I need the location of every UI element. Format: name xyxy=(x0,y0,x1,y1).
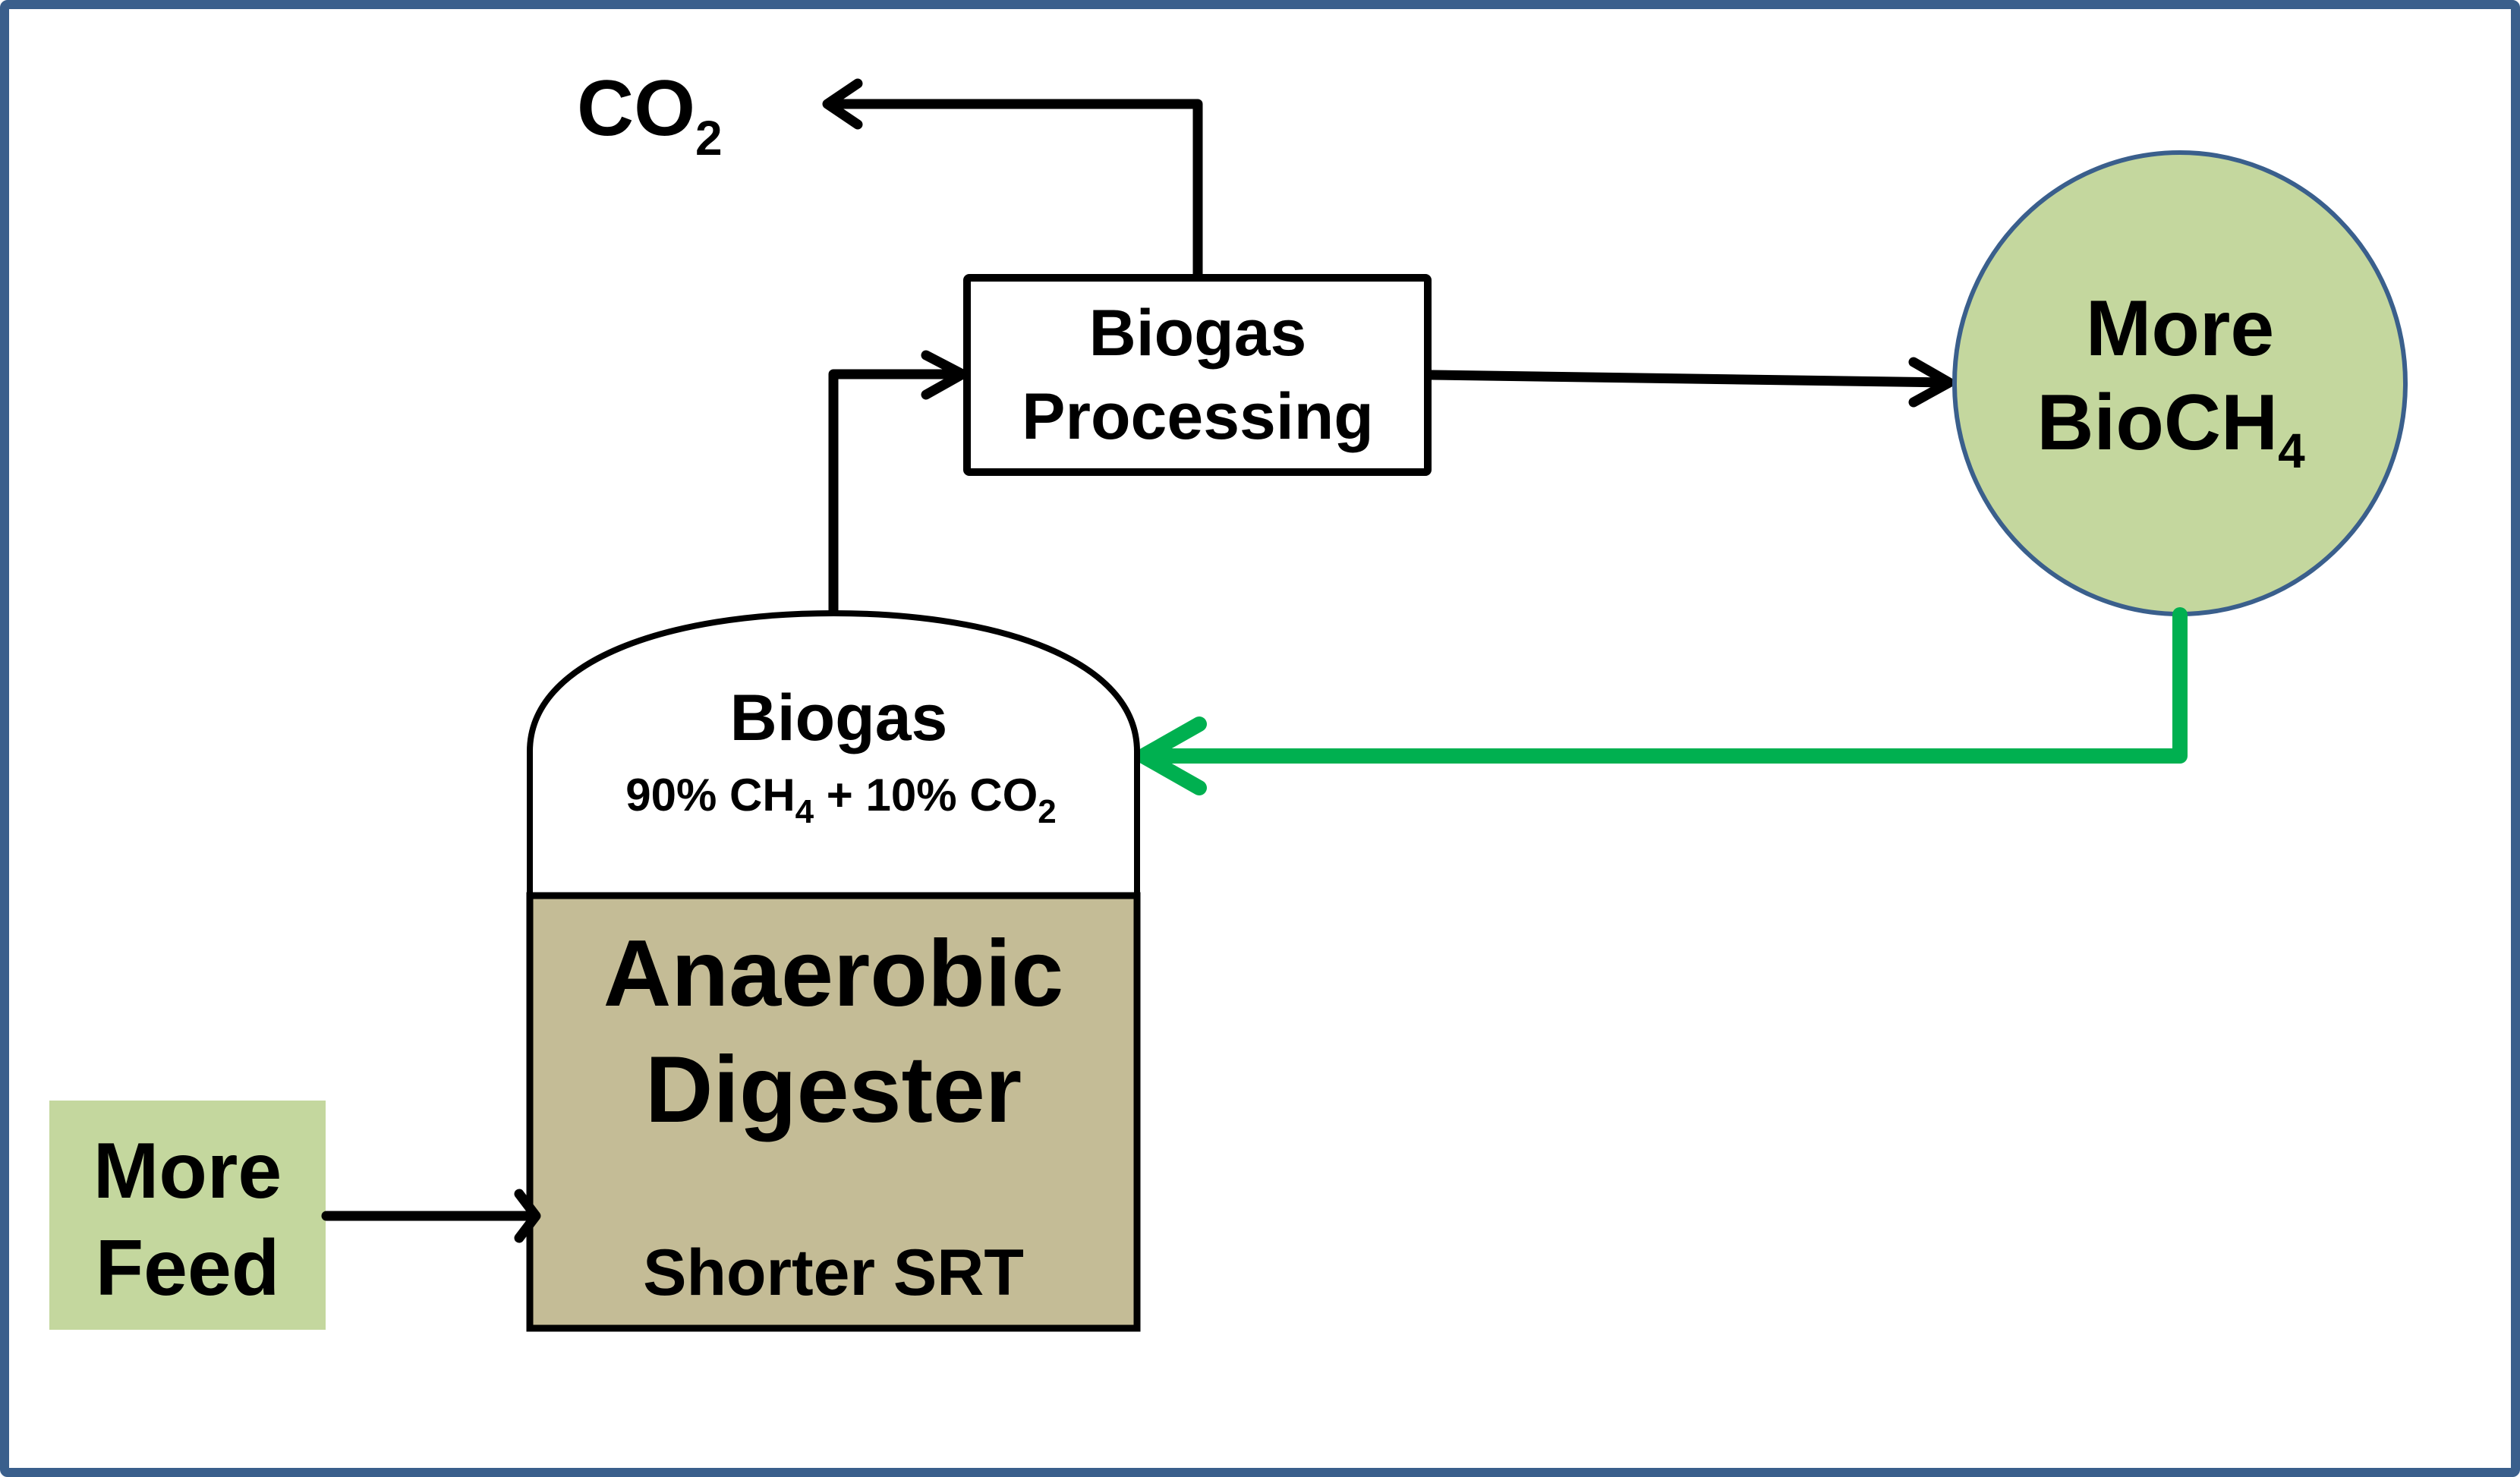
processing-to-biomethane-arrow xyxy=(1426,357,1955,408)
processing-to-biomethane-line xyxy=(1426,370,1953,388)
more-feed-line1: More xyxy=(93,1127,282,1215)
dome-composition-co2-subscript: 2 xyxy=(1038,793,1056,830)
processing-to-biomethane-arrowhead xyxy=(1908,357,1955,408)
dome-to-processing-line xyxy=(828,369,968,619)
anaerobic-digester-body xyxy=(526,892,1141,1332)
dome-to-processing-arrow xyxy=(828,350,968,619)
feed-to-digester-arrow xyxy=(321,1189,541,1243)
biogas-processing-line2: Processing xyxy=(1022,380,1374,453)
more-biomethane-line2-main: BioCH xyxy=(2036,379,2278,467)
more-feed-line2: Feed xyxy=(96,1224,280,1312)
co2-label-subscript: 2 xyxy=(695,111,723,165)
more-feed-rect xyxy=(49,1101,326,1330)
dome-composition-ch4: 90% CH xyxy=(625,770,795,820)
recycle-arrowhead xyxy=(1136,716,1207,795)
digester-srt-note: Shorter SRT xyxy=(643,1236,1024,1309)
dome-composition-ch4-subscript: 4 xyxy=(795,793,814,830)
co2-out-arrowhead xyxy=(822,78,863,130)
co2-out-arrow xyxy=(822,78,1203,285)
dome-title: Biogas xyxy=(730,682,948,754)
more-biomethane-node: More BioCH4 xyxy=(1952,150,2408,616)
recycle-arrow xyxy=(1136,607,2188,795)
anaerobic-digester: Anaerobic Digester Shorter SRT xyxy=(526,892,1141,1332)
dome-composition-co2: + 10% CO xyxy=(814,770,1038,820)
digester-line2: Digester xyxy=(645,1038,1022,1142)
more-biomethane-line2-subscript: 4 xyxy=(2278,424,2305,478)
dome-composition: 90% CH4 + 10% CO2 xyxy=(625,770,1057,830)
recycle-line xyxy=(1140,607,2188,764)
feed-to-digester-arrowhead xyxy=(514,1189,541,1243)
dome-to-processing-arrowhead xyxy=(921,350,968,400)
digester-dome-outline xyxy=(527,609,1140,899)
more-feed-node: More Feed xyxy=(49,1101,326,1330)
digester-dome: Biogas 90% CH4 + 10% CO2 xyxy=(527,609,1140,899)
more-biomethane-line2: BioCH4 xyxy=(2036,379,2305,478)
co2-label-main: CO xyxy=(577,65,695,153)
more-biomethane-line1: More xyxy=(2086,285,2274,373)
co2-label: CO2 xyxy=(577,65,723,165)
co2-out-arrow-line xyxy=(824,99,1203,285)
digester-line1: Anaerobic xyxy=(603,921,1063,1026)
biogas-processing-line1: Biogas xyxy=(1089,297,1307,370)
biogas-processing-box: Biogas Processing xyxy=(963,274,1432,476)
